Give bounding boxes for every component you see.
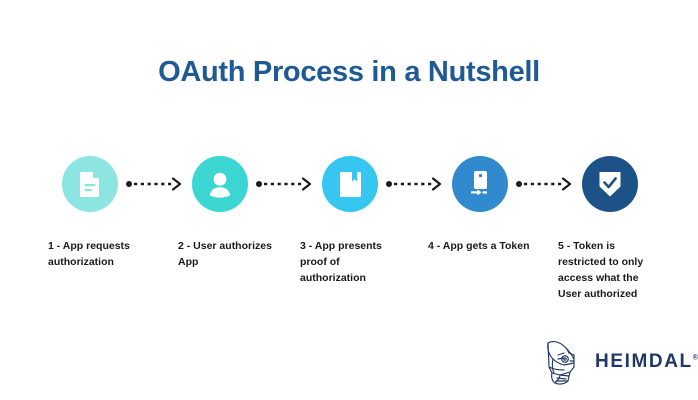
- registered-trademark-symbol: ®: [692, 354, 698, 362]
- document-icon: [78, 171, 102, 197]
- step-captions: 1 - App requests authorization 2 - User …: [0, 238, 698, 318]
- step-node-3[interactable]: [322, 156, 378, 212]
- step-caption-4: 4 - App gets a Token: [428, 240, 530, 252]
- step-caption-5: 5 - Token is restricted to only access w…: [558, 240, 644, 300]
- shield-check-icon: [597, 170, 623, 198]
- arrow-2-to-3: [256, 177, 314, 191]
- step-node-4[interactable]: [452, 156, 508, 212]
- step-caption-3: 3 - App presents proof of authorization: [300, 240, 382, 284]
- user-icon: [206, 170, 234, 198]
- page-title: OAuth Process in a Nutshell: [158, 56, 540, 88]
- step-caption-2: 2 - User authorizes App: [178, 240, 272, 268]
- book-icon: [339, 171, 362, 198]
- heimdal-wordmark: HEIMDAL®: [595, 351, 698, 373]
- step-node-1[interactable]: [62, 156, 118, 212]
- step-caption-1: 1 - App requests authorization: [48, 240, 130, 268]
- heimdal-logo[interactable]: HEIMDAL®: [540, 336, 698, 388]
- token-icon: [468, 170, 492, 198]
- arrow-3-to-4: [386, 177, 444, 191]
- heimdal-helmet-icon: [540, 337, 588, 387]
- step-node-5[interactable]: [582, 156, 638, 212]
- step-node-2[interactable]: [192, 156, 248, 212]
- arrow-1-to-2: [126, 177, 184, 191]
- arrow-4-to-5: [516, 177, 574, 191]
- process-flow: [0, 156, 698, 214]
- heimdal-wordmark-text: HEIMDAL: [595, 351, 693, 372]
